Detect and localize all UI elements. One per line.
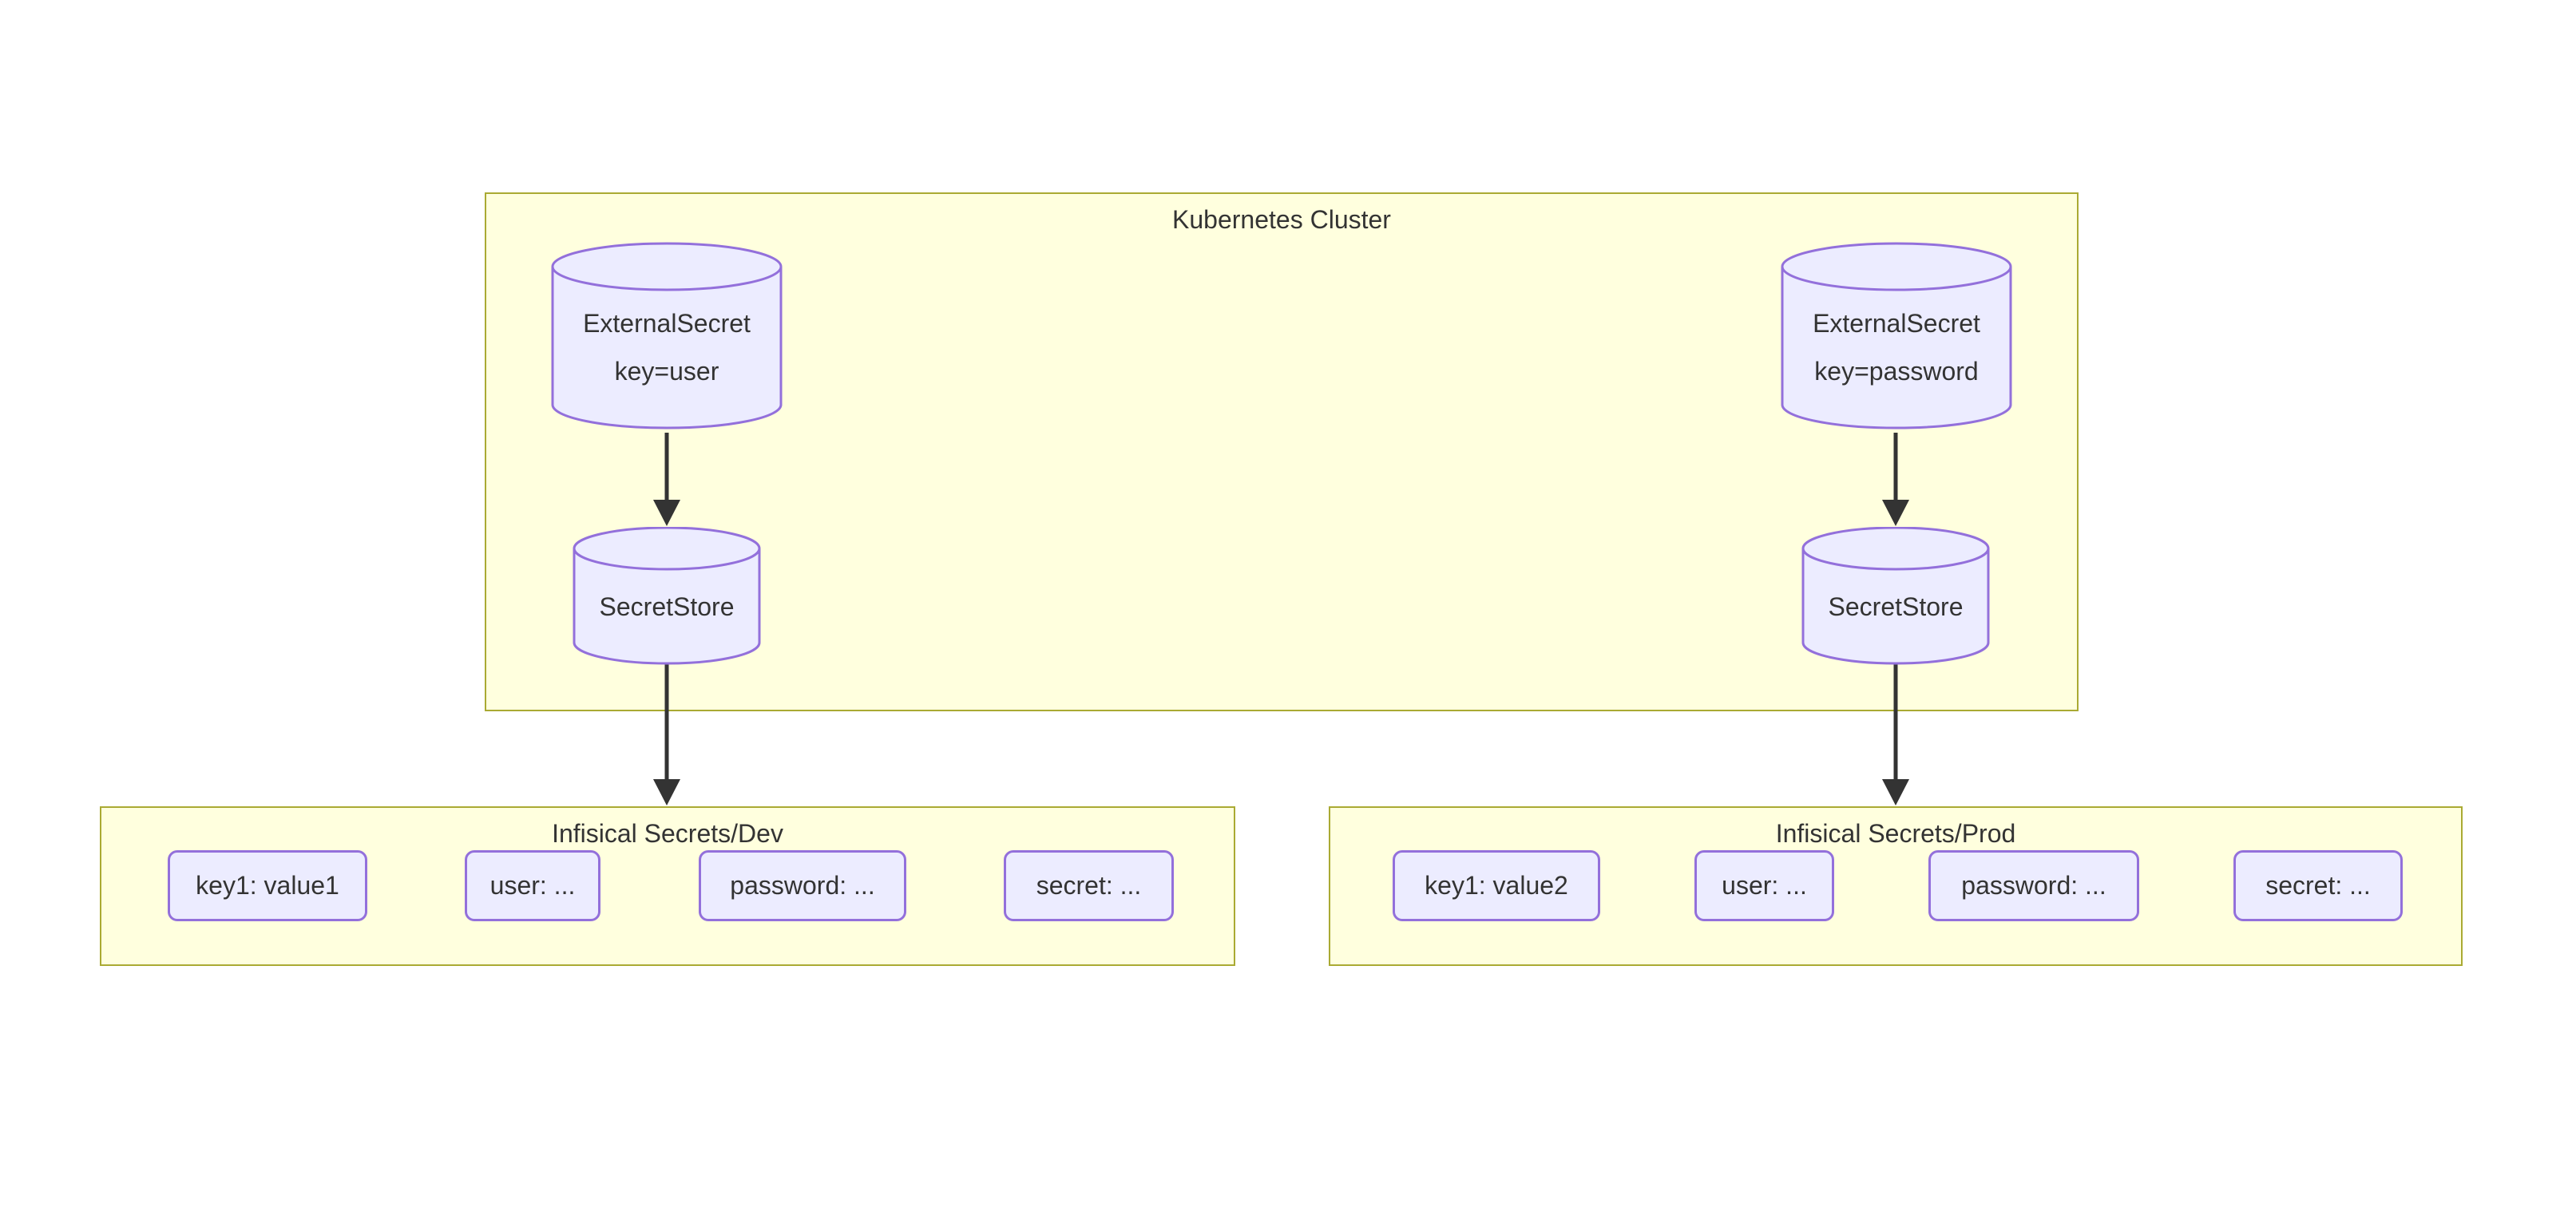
cylinder-shape xyxy=(1781,242,2012,429)
node-secretstore-right: SecretStore xyxy=(1801,527,1990,665)
node-externalsecret-password: ExternalSecret key=password xyxy=(1781,242,2012,431)
cylinder-shape xyxy=(573,527,761,665)
arrowhead-down xyxy=(1882,779,1909,805)
node-label-line: key=password xyxy=(1814,356,1979,386)
node-label-line: ExternalSecret xyxy=(1813,308,1980,338)
node-label: SecretStore xyxy=(1801,527,1990,665)
node-label-line: SecretStore xyxy=(599,592,735,621)
node-label-line: key=user xyxy=(614,356,719,386)
arrowhead-down xyxy=(653,779,680,805)
node-prod-secret: secret: ... xyxy=(2233,850,2403,921)
node-label: ExternalSecret key=password xyxy=(1781,242,2012,431)
node-label-line: SecretStore xyxy=(1828,592,1964,621)
node-dev-password: password: ... xyxy=(699,850,906,921)
node-prod-key1: key1: value2 xyxy=(1393,850,1600,921)
node-externalsecret-user: ExternalSecret key=user xyxy=(551,242,783,431)
cylinder-shape xyxy=(551,242,783,429)
node-label: ExternalSecret key=user xyxy=(551,242,783,431)
node-prod-password: password: ... xyxy=(1928,850,2139,921)
node-dev-key1: key1: value1 xyxy=(168,850,367,921)
node-secretstore-left: SecretStore xyxy=(573,527,761,665)
cluster-kubernetes-title: Kubernetes Cluster xyxy=(1172,205,1391,234)
node-dev-user: user: ... xyxy=(465,850,600,921)
node-label: SecretStore xyxy=(573,527,761,665)
node-label-line: ExternalSecret xyxy=(583,308,751,338)
node-prod-user: user: ... xyxy=(1694,850,1834,921)
cluster-infisical-dev-title: Infisical Secrets/Dev xyxy=(552,819,783,848)
cluster-infisical-prod-title: Infisical Secrets/Prod xyxy=(1775,819,2016,848)
cylinder-shape xyxy=(1801,527,1990,665)
node-dev-secret: secret: ... xyxy=(1004,850,1174,921)
